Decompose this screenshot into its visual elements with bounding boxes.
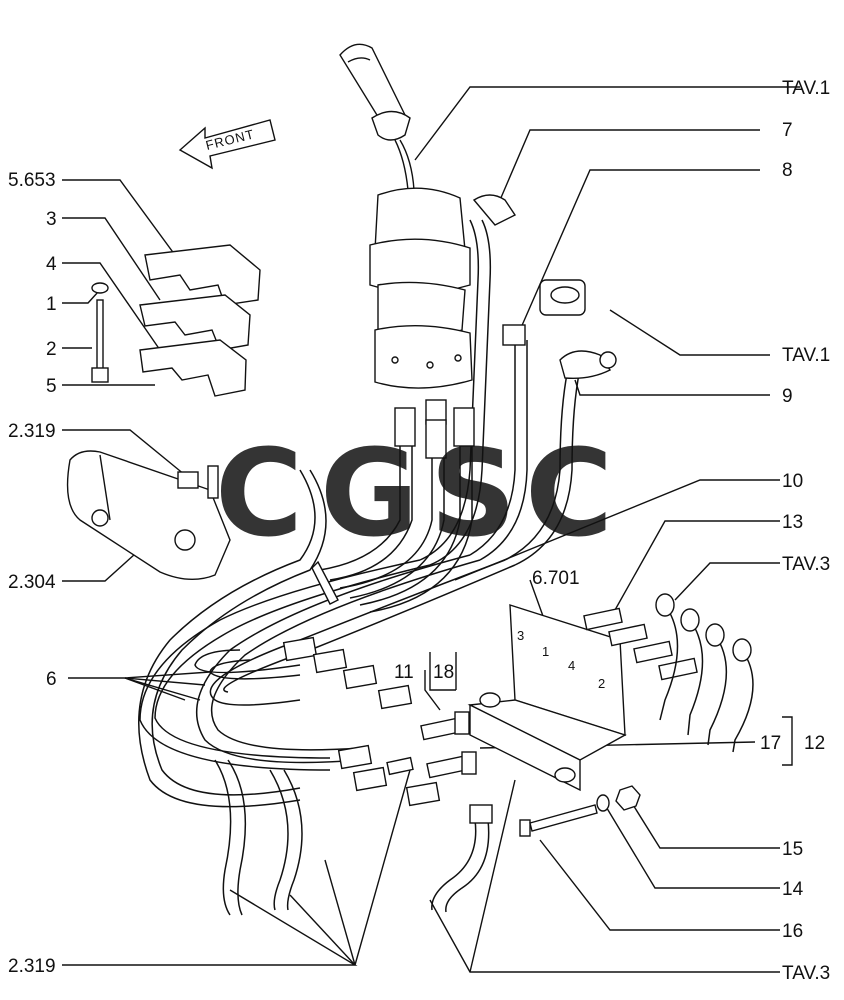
label-tav3-top: TAV.3 bbox=[782, 554, 830, 575]
label-11: 11 bbox=[394, 662, 414, 683]
label-4: 4 bbox=[46, 254, 57, 275]
label-7: 7 bbox=[782, 120, 793, 141]
clamp-parts bbox=[91, 244, 261, 397]
watermark-letter-c2: C bbox=[525, 425, 613, 564]
front-arrow-icon: FRONT bbox=[178, 119, 276, 170]
label-13: 13 bbox=[782, 512, 803, 533]
label-14: 14 bbox=[782, 879, 804, 900]
joystick-hoses bbox=[419, 194, 617, 566]
cgsc-watermark: C G S C bbox=[215, 425, 613, 564]
valve-block-assembly: 3 1 4 2 bbox=[467, 604, 627, 792]
label-1: 1 bbox=[46, 294, 57, 315]
label-17: 17 bbox=[760, 733, 781, 754]
watermark-letter-g: G bbox=[320, 425, 419, 564]
label-6: 6 bbox=[46, 669, 57, 690]
pump-assembly bbox=[66, 450, 231, 580]
label-18: 18 bbox=[433, 662, 454, 683]
callout-labels: TAV.1 7 8 5.653 3 4 1 2 5 TAV.1 9 2.319 … bbox=[8, 78, 830, 984]
joystick-assembly bbox=[339, 43, 473, 389]
fasteners-14-15-16 bbox=[519, 785, 641, 837]
fittings-13 bbox=[583, 607, 698, 681]
label-tav3-bot: TAV.3 bbox=[782, 963, 830, 984]
plate-port-4: 4 bbox=[568, 658, 575, 673]
drain-hose bbox=[431, 804, 493, 913]
label-5653: 5.653 bbox=[8, 170, 56, 191]
hose-end-fittings bbox=[282, 636, 441, 807]
tav3-hoses bbox=[655, 593, 754, 753]
watermark-letter-c1: C bbox=[215, 425, 303, 564]
label-2319-top: 2.319 bbox=[8, 421, 56, 442]
label-tav1-top: TAV.1 bbox=[782, 78, 830, 99]
label-6701: 6.701 bbox=[532, 568, 580, 589]
label-5: 5 bbox=[46, 376, 57, 397]
label-15: 15 bbox=[782, 839, 803, 860]
label-2: 2 bbox=[46, 339, 57, 360]
label-12: 12 bbox=[804, 733, 825, 754]
label-8: 8 bbox=[782, 160, 793, 181]
label-2304: 2.304 bbox=[8, 572, 56, 593]
plate-port-3: 3 bbox=[517, 628, 524, 643]
main-hose-bundle bbox=[138, 469, 516, 916]
watermark-letter-s: S bbox=[430, 425, 516, 564]
plate-port-1: 1 bbox=[542, 644, 549, 659]
label-9: 9 bbox=[782, 386, 793, 407]
label-10: 10 bbox=[782, 471, 803, 492]
label-2319-bot: 2.319 bbox=[8, 956, 56, 977]
label-tav1-mid: TAV.1 bbox=[782, 345, 830, 366]
label-16: 16 bbox=[782, 921, 803, 942]
plate-port-2: 2 bbox=[598, 676, 605, 691]
callout-leaders bbox=[62, 86, 800, 973]
label-3: 3 bbox=[46, 209, 57, 230]
fittings-11-18-17 bbox=[386, 711, 477, 779]
